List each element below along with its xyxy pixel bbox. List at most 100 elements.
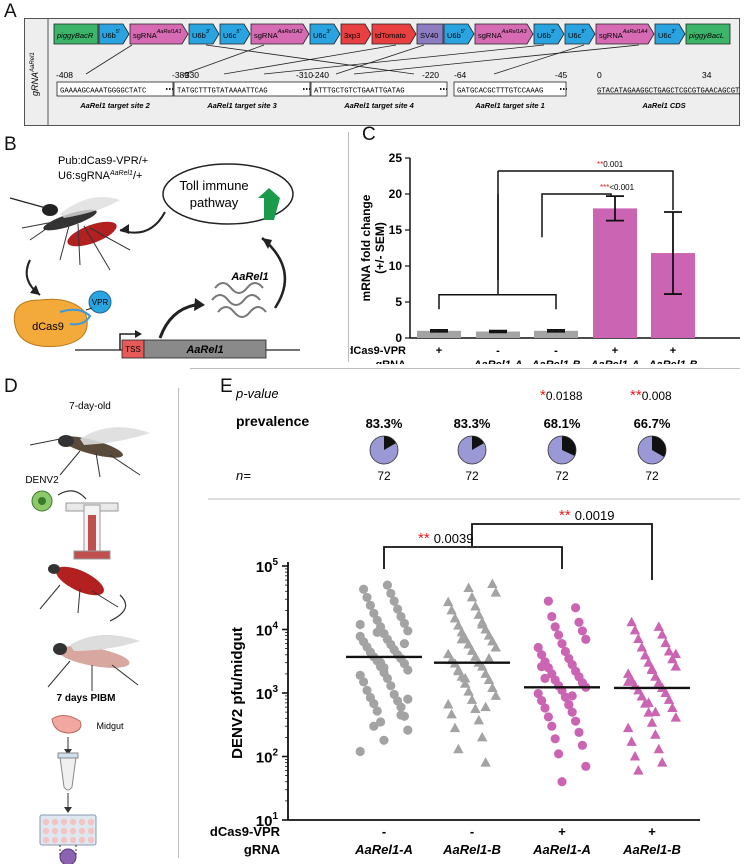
- position-label: -310: [296, 70, 313, 80]
- construct-element-label-13: U6c5': [568, 29, 586, 40]
- midgut-icon: [51, 715, 82, 734]
- panel-letter-e: E: [220, 376, 233, 397]
- data-point: [365, 692, 375, 703]
- plate-well: [69, 818, 77, 826]
- data-point: [646, 663, 658, 673]
- data-point: [490, 690, 501, 700]
- data-point: [456, 633, 467, 644]
- data-point: [372, 615, 382, 625]
- transcription-arrow: [158, 303, 196, 339]
- plate-well: [87, 836, 95, 844]
- data-point: [663, 646, 675, 656]
- data-point: [403, 725, 413, 735]
- data-point: [456, 626, 467, 637]
- prevalence-pie-outline: [457, 435, 487, 465]
- data-point: [557, 638, 567, 649]
- data-point: [466, 591, 478, 602]
- data-point: [574, 727, 584, 737]
- data-point: [490, 642, 501, 652]
- data-point: [466, 694, 478, 704]
- pvalue-3: **0.008: [630, 388, 672, 404]
- y-tick-label: 10: [389, 259, 403, 273]
- construct-link-6: [263, 44, 545, 75]
- prevalence-value: 68.1%: [544, 416, 581, 431]
- plate-icon: [39, 814, 97, 846]
- data-point: [554, 630, 564, 640]
- data-point: [443, 596, 454, 607]
- data-point: [460, 672, 471, 683]
- data-point: [537, 695, 547, 706]
- data-point: [650, 729, 661, 739]
- data-point: [443, 648, 454, 659]
- plate-well: [51, 818, 59, 826]
- construct-element-5: [250, 23, 310, 45]
- row-grna-value: AaRel1-A: [354, 842, 413, 857]
- construct-element-label-16: piggyBacL: [688, 31, 724, 40]
- pvalue-label: p-value: [235, 388, 279, 401]
- data-point: [653, 621, 664, 631]
- data-point: [470, 651, 481, 661]
- data-point: [629, 624, 641, 635]
- n-value: 72: [645, 469, 659, 483]
- data-point: [372, 706, 382, 716]
- position-label: -220: [422, 70, 439, 80]
- y-tick-label: 25: [389, 151, 403, 165]
- divider-d-e: [178, 388, 179, 858]
- target-site-sequence: ATTTGCTGTCTGAATTGATAG: [314, 88, 405, 96]
- data-point: [550, 734, 560, 744]
- protein-label: AaRel1: [230, 271, 268, 283]
- data-point: [581, 634, 591, 644]
- row-dcas9-value: +: [670, 345, 676, 357]
- construct-element-label-7: 3xp3: [344, 31, 360, 40]
- position-label: 34: [702, 70, 712, 80]
- y-axis-label: DENV2 pfu/midgut: [229, 627, 246, 759]
- data-point: [480, 668, 491, 678]
- data-point: [376, 658, 386, 668]
- row-dcas9-value: -: [554, 345, 558, 357]
- data-point: [399, 638, 409, 649]
- data-point: [543, 712, 553, 722]
- panel-letter-a: A: [4, 1, 17, 22]
- construct-element-8: [371, 23, 417, 45]
- row-label-grna: gRNA: [244, 842, 281, 857]
- data-point: [483, 652, 495, 663]
- data-point: [650, 706, 661, 717]
- data-point: [643, 657, 654, 667]
- row-grna-value: AaRel1-A: [473, 359, 523, 364]
- target-site-name: AaRel1 target site 1: [474, 101, 545, 110]
- row-grna-value: AaRel1-B: [622, 842, 681, 857]
- data-point: [376, 717, 386, 727]
- data-point: [650, 671, 661, 681]
- data-point: [453, 665, 464, 676]
- data-point: [470, 601, 481, 611]
- blood-fed-mosquito-icon: [39, 564, 119, 614]
- data-point: [547, 611, 557, 622]
- data-point: [355, 670, 365, 680]
- plate-well: [60, 836, 68, 844]
- target-site-sequence: GAAAAGCAAATGGGGCTATC: [60, 88, 147, 96]
- genotype-line1: Pub:dCas9-VPR/+: [58, 155, 148, 167]
- data-point: [577, 740, 587, 750]
- data-point: [362, 592, 372, 603]
- construct-element-label-14: sgRNAAaRel1A4: [599, 29, 648, 40]
- virus-icon: [31, 490, 53, 512]
- prevalence-pie-positive: [548, 436, 575, 464]
- row-grna-value: AaRel1-B: [442, 842, 501, 857]
- divider-top-bottom: [190, 368, 740, 369]
- data-point: [403, 694, 413, 704]
- construct-link-2: [335, 44, 425, 75]
- row-dcas9-value: -: [496, 345, 500, 357]
- tube-icon: [57, 752, 79, 791]
- construct-element-2: [129, 23, 189, 45]
- tss-label: TSS: [125, 345, 141, 354]
- prevalence-pie-positive: [370, 436, 398, 464]
- data-point: [567, 707, 577, 717]
- bar-0: [417, 330, 461, 338]
- data-point: [386, 588, 396, 599]
- y-tick-label: 104: [256, 621, 279, 640]
- bar-3: [593, 208, 637, 338]
- target-site-sequence: TATGCTTTGTATAAAATTCAG: [177, 88, 268, 96]
- row-dcas9-value: +: [612, 345, 618, 357]
- data-point: [355, 746, 365, 757]
